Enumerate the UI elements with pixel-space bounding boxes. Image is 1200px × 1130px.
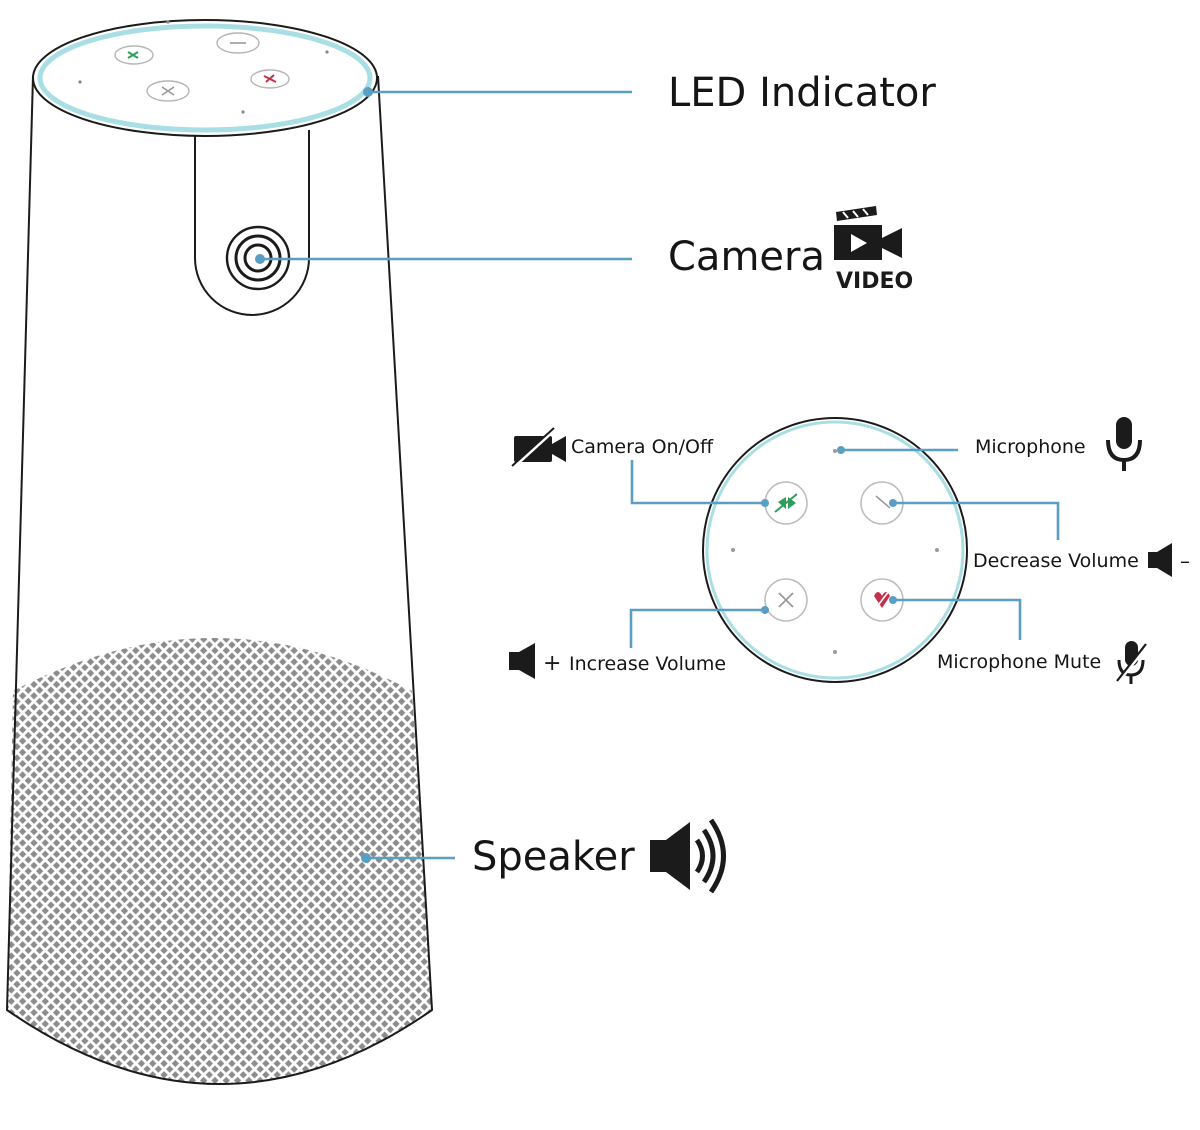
camera-off-icon — [510, 426, 566, 470]
device-body — [5, 19, 434, 1085]
microphone-label: Microphone — [975, 436, 1086, 458]
microphone-mute-label: Microphone Mute — [937, 651, 1101, 673]
camera-toggle-button[interactable] — [764, 481, 808, 525]
microphone-mute-callout: Microphone Mute — [937, 641, 1150, 685]
video-badge-text: VIDEO — [836, 269, 913, 294]
video-clapper-icon: VIDEO — [834, 206, 913, 294]
speaker-loud-icon — [650, 818, 726, 894]
callout-led: LED Indicator — [363, 70, 936, 116]
speaker-minus-icon: – — [1148, 543, 1190, 577]
top-panel — [32, 19, 378, 137]
decrease-volume-label: Decrease Volume — [973, 550, 1139, 572]
increase-volume-label: Increase Volume — [569, 653, 726, 675]
control-leaders — [629, 446, 1060, 648]
plus-sign: + — [543, 651, 561, 676]
volume-up-button[interactable] — [764, 578, 808, 622]
top-camera-button[interactable] — [114, 45, 154, 65]
control-panel-led-ring — [705, 420, 965, 680]
camera-housing — [194, 130, 310, 316]
speaker-label: Speaker — [472, 834, 635, 880]
microphone-icon — [1106, 417, 1142, 471]
callout-speaker: Speaker — [361, 818, 726, 894]
microphone-callout: Microphone — [975, 417, 1142, 471]
led-ring — [37, 23, 373, 133]
top-volume-up-button[interactable] — [146, 80, 190, 102]
top-volume-down-button[interactable] — [216, 32, 260, 54]
minus-sign: – — [1180, 549, 1190, 573]
speaker-plus-icon: + — [509, 643, 561, 679]
microphone-muted-icon — [1115, 641, 1150, 685]
camera-on-off-label: Camera On/Off — [571, 436, 714, 458]
device-outline — [5, 75, 434, 1085]
increase-volume-callout: + Increase Volume — [509, 643, 726, 679]
speaker-grill — [7, 638, 432, 1084]
camera-label: Camera — [668, 234, 825, 280]
top-mute-button[interactable] — [250, 69, 290, 89]
led-indicator-label: LED Indicator — [668, 70, 936, 116]
camera-on-off-callout: Camera On/Off — [510, 426, 714, 470]
decrease-volume-callout: Decrease Volume – — [973, 543, 1190, 577]
control-panel-top-view: Camera On/Off Microphone Decrease Volume… — [509, 417, 1190, 685]
callout-camera: Camera VIDEO — [255, 206, 913, 294]
